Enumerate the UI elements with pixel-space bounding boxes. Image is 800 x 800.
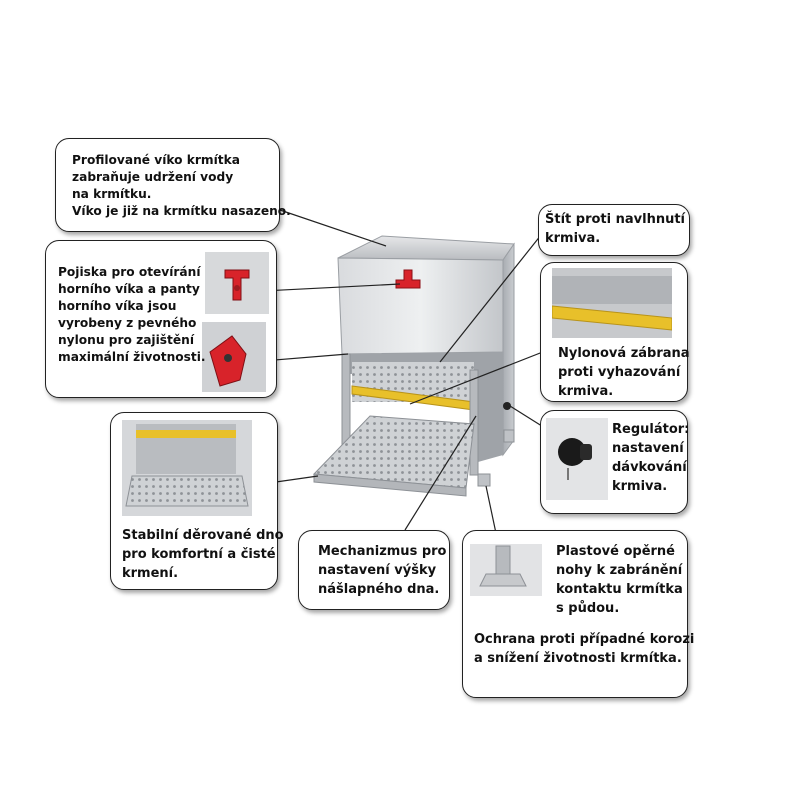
callout-feet-text: Plastové opěrné nohy k zabránění kontakt… [556, 544, 683, 616]
callout-shield-text: Štít proti navlhnutí krmiva. [545, 212, 686, 246]
callout-lid-text: Profilované víko krmítka zabraňuje udrže… [72, 153, 291, 218]
callout-lid [55, 138, 280, 232]
callout-barrier-text: Nylonová zábrana proti vyhazování krmiva… [558, 346, 690, 399]
latch-photo [205, 252, 269, 314]
regulator-photo [546, 418, 608, 500]
hinge-photo [202, 322, 266, 392]
barrier-photo [552, 268, 672, 338]
feeder-foot [477, 473, 491, 487]
callout-latch-text: Pojiska pro otevírání horního víka a pan… [58, 265, 206, 364]
feeder-lid [337, 235, 515, 261]
regulator-knob [503, 402, 511, 410]
tray-photo [122, 420, 252, 516]
feeder-front-panel [337, 257, 504, 355]
callout-corrosion-text: Ochrana proti případné korozi a snížení … [474, 632, 695, 666]
lid-latch [395, 269, 421, 289]
callout-tray-text: Stabilní děrované dno pro komfortní a či… [122, 528, 284, 581]
callout-regulator-text: Regulátor: nastavení dávkování krmiva. [612, 422, 690, 494]
callout-mechanism-text: Mechanizmus pro nastavení výšky nášlapné… [318, 544, 447, 597]
callout-shield [538, 204, 690, 256]
callout-mechanism [298, 530, 450, 610]
foot-photo [470, 544, 542, 596]
